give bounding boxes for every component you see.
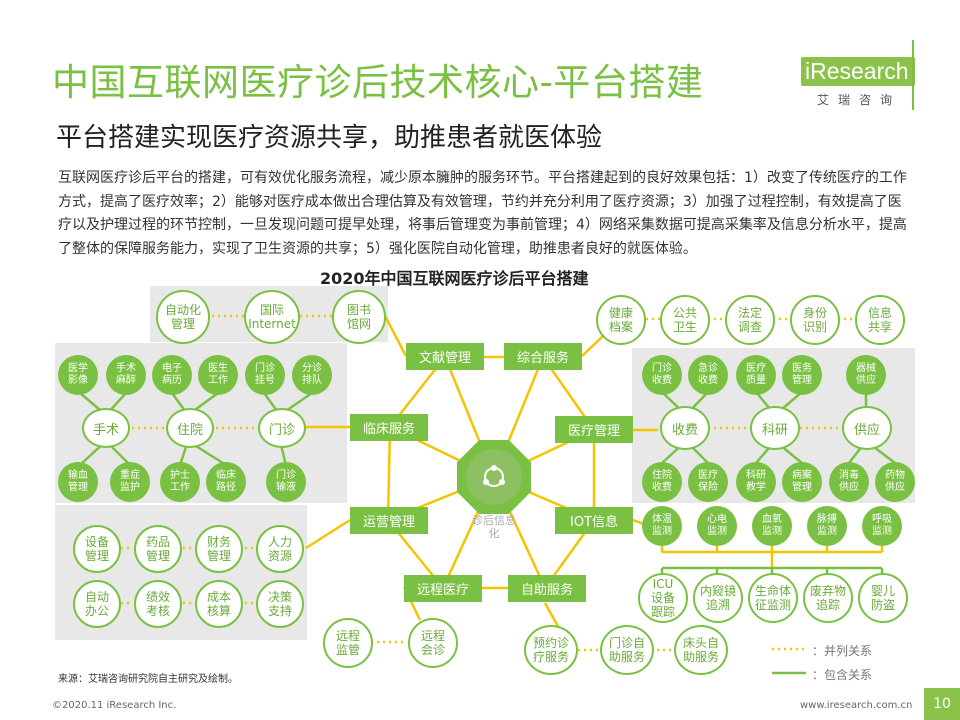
yiliao-bottom-item: 药物供应 bbox=[875, 462, 915, 502]
yiliao-bottom-item: 病案管理 bbox=[782, 462, 822, 502]
logo-divider bbox=[912, 40, 914, 110]
iot-bottom-item: 内窥镜追溯 bbox=[693, 573, 743, 623]
legend-parallel: ：并列关系 bbox=[812, 644, 873, 658]
yiliao-top-item: 医疗质量 bbox=[736, 355, 776, 395]
hub-yunying: 运营管理 bbox=[350, 507, 428, 534]
iot-top-item: 体温监测 bbox=[642, 506, 682, 546]
yiliao-top-item: 门诊收费 bbox=[642, 355, 682, 395]
linchuang-bottom-item: 门诊输液 bbox=[266, 462, 306, 502]
linchuang-top-item: 门诊挂号 bbox=[245, 355, 285, 395]
linchuang-bottom-item: 重症监护 bbox=[110, 462, 150, 502]
hub-wenxian: 文献管理 bbox=[406, 343, 484, 370]
page-subtitle: 平台搭建实现医疗资源共享，助推患者就医体验 bbox=[56, 123, 603, 153]
iot-bottom-item: 婴儿防盗 bbox=[858, 573, 908, 623]
website: www.iresearch.com.cn bbox=[800, 700, 913, 711]
yiliao-bottom-item: 科研教学 bbox=[736, 462, 776, 502]
hub-zizhu: 自助服务 bbox=[508, 575, 586, 602]
wenxian-item: 自动化管理 bbox=[156, 290, 210, 344]
iresearch-logo: iResearch 艾瑞咨询 bbox=[797, 57, 915, 107]
yunying-item: 药品管理 bbox=[134, 525, 182, 573]
iot-top-item: 呼吸监测 bbox=[862, 506, 902, 546]
zonghe-item: 法定调查 bbox=[725, 295, 775, 345]
zonghe-item: 健康档案 bbox=[596, 295, 646, 345]
yiliao-bottom-item: 住院收费 bbox=[642, 462, 682, 502]
zonghe-item: 公共卫生 bbox=[660, 295, 710, 345]
zizhu-item: 门诊自助服务 bbox=[600, 625, 654, 675]
zonghe-item: 信息共享 bbox=[855, 295, 905, 345]
zonghe-item: 身份识别 bbox=[790, 295, 840, 345]
iot-bottom-item: 生命体征监测 bbox=[748, 573, 798, 623]
logo-main-text: iResearch bbox=[801, 57, 915, 86]
linchuang-bottom-item: 输血管理 bbox=[58, 462, 98, 502]
center-label: 诊后信息化 bbox=[472, 514, 516, 540]
iot-top-item: 血氧监测 bbox=[752, 506, 792, 546]
legend-contain: ：包含关系 bbox=[812, 668, 873, 682]
linchuang-top-item: 医学影像 bbox=[58, 355, 98, 395]
yiliao-bottom-item: 医疗保险 bbox=[688, 462, 728, 502]
iot-top-item: 心电监测 bbox=[697, 506, 737, 546]
yunying-item: 财务管理 bbox=[195, 525, 243, 573]
logo-sub-text: 艾瑞咨询 bbox=[817, 93, 902, 107]
diagram-title: 2020年中国互联网医疗诊后平台搭建 bbox=[320, 269, 589, 288]
network-icon bbox=[466, 449, 522, 505]
yiliao-mid-item: 供应 bbox=[842, 406, 892, 450]
hub-yuancheng: 远程医疗 bbox=[404, 575, 482, 602]
linchuang-top-item: 医生工作 bbox=[198, 355, 238, 395]
hub-linchuang: 临床服务 bbox=[350, 414, 428, 441]
body-paragraph: 互联网医疗诊后平台的搭建，可有效优化服务流程，减少原本臃肿的服务环节。平台搭建起… bbox=[58, 170, 907, 257]
wenxian-item: 国际Internet bbox=[244, 290, 300, 344]
zizhu-item: 预约诊疗服务 bbox=[524, 625, 578, 675]
yunying-item: 绩效考核 bbox=[134, 580, 182, 628]
page-title: 中国互联网医疗诊后技术核心-平台搭建 bbox=[52, 61, 704, 104]
linchuang-mid-item: 门诊 bbox=[258, 408, 306, 448]
yuancheng-item: 远程会诊 bbox=[408, 618, 458, 668]
linchuang-mid-item: 住院 bbox=[166, 408, 214, 448]
yuancheng-item: 远程监管 bbox=[323, 618, 373, 668]
linchuang-top-item: 分诊排队 bbox=[292, 355, 332, 395]
zizhu-item: 床头自助服务 bbox=[674, 625, 728, 675]
page-number: 10 bbox=[924, 688, 960, 720]
yiliao-top-item: 医务管理 bbox=[782, 355, 822, 395]
linchuang-top-item: 手术麻醉 bbox=[106, 355, 146, 395]
linchuang-mid-item: 手术 bbox=[82, 408, 130, 448]
yunying-item: 设备管理 bbox=[73, 525, 121, 573]
yiliao-bottom-item: 消毒供应 bbox=[829, 462, 869, 502]
hub-iot: IOT信息 bbox=[555, 507, 633, 534]
iot-top-item: 脉搏监测 bbox=[807, 506, 847, 546]
copyright: ©2020.11 iResearch Inc. bbox=[52, 700, 177, 711]
yiliao-mid-item: 科研 bbox=[750, 406, 800, 450]
yiliao-top-item: 器械供应 bbox=[846, 355, 886, 395]
yunying-item: 人力资源 bbox=[256, 525, 304, 573]
yiliao-mid-item: 收费 bbox=[660, 406, 710, 450]
yunying-item: 决策支持 bbox=[256, 580, 304, 628]
linchuang-bottom-item: 护士工作 bbox=[160, 462, 200, 502]
iot-bottom-item: 废弃物追踪 bbox=[803, 573, 853, 623]
linchuang-top-item: 电子病历 bbox=[152, 355, 192, 395]
yunying-item: 成本核算 bbox=[195, 580, 243, 628]
hub-yiliao: 医疗管理 bbox=[555, 416, 633, 443]
wenxian-item: 图书馆网 bbox=[332, 290, 386, 344]
hub-zonghe: 综合服务 bbox=[504, 343, 582, 370]
yiliao-top-item: 急诊收费 bbox=[688, 355, 728, 395]
yunying-item: 自动办公 bbox=[73, 580, 121, 628]
linchuang-bottom-item: 临床路径 bbox=[206, 462, 246, 502]
iot-bottom-item: ICU设备跟踪 bbox=[638, 573, 688, 623]
source-note: 来源：艾瑞咨询研究院自主研究及绘制。 bbox=[58, 674, 238, 685]
